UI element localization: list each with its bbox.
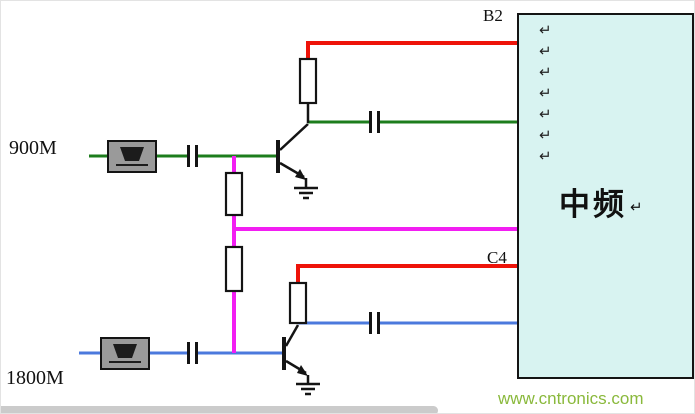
return-marks-column: ↵ ↵ ↵ ↵ ↵ ↵ ↵	[539, 21, 552, 168]
ground-900m-icon	[294, 186, 318, 200]
resistor-collector-1800m	[288, 281, 308, 325]
watermark: www.cntronics.com	[498, 389, 644, 408]
label-1800m: 1800M	[6, 367, 64, 389]
return-mark-icon: ↵	[539, 128, 552, 144]
if-block: ↵ ↵ ↵ ↵ ↵ ↵ ↵ 中频↵	[517, 13, 694, 379]
return-mark-icon: ↵	[539, 86, 552, 102]
return-mark-icon: ↵	[539, 149, 552, 165]
resistor-bias-lower	[224, 245, 244, 293]
return-mark-icon: ↵	[539, 107, 552, 123]
return-mark-icon: ↵	[539, 65, 552, 81]
label-900m: 900M	[9, 137, 57, 159]
capacitor-output-900m-icon	[369, 111, 380, 133]
capacitor-input-1800m-icon	[187, 342, 198, 364]
saw-filter-900m-icon	[107, 140, 157, 173]
saw-filter-1800m-icon	[100, 337, 150, 370]
return-mark-icon: ↵	[539, 44, 552, 60]
label-c4: C4	[487, 248, 507, 267]
supply-wire-900m	[306, 41, 518, 61]
return-mark-icon: ↵	[539, 23, 552, 39]
if-block-title-text: 中频	[559, 187, 627, 222]
if-block-title: 中频↵	[559, 179, 643, 224]
resistor-bias-upper	[224, 171, 244, 217]
capacitor-output-1800m-icon	[369, 312, 380, 334]
transistor-1800m-icon	[282, 324, 310, 383]
label-b2: B2	[483, 6, 503, 25]
return-mark-icon: ↵	[630, 200, 643, 217]
capacitor-input-900m-icon	[187, 145, 198, 167]
transistor-900m-icon	[276, 123, 309, 187]
supply-wire-1800m	[296, 264, 518, 283]
ground-1800m-icon	[296, 382, 320, 396]
resistor-collector-900m	[298, 57, 318, 105]
horizontal-scrollbar[interactable]	[1, 406, 438, 413]
